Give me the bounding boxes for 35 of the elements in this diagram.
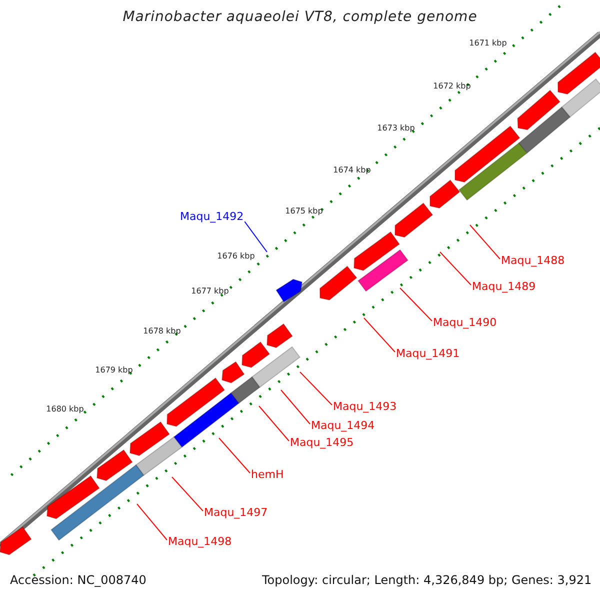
genome-info-label: Topology: circular; Length: 4,326,849 bp; Genes: 3,921 <box>262 574 592 588</box>
scale-label: 1675 kbp <box>285 206 323 216</box>
leader-line <box>364 318 396 352</box>
leader-line <box>470 224 500 260</box>
scale-label: 1680 kbp <box>46 404 84 414</box>
leader-line <box>440 252 472 286</box>
leader-line <box>300 372 332 406</box>
gene-label: Maqu_1497 <box>204 507 268 520</box>
leader-line <box>258 406 290 442</box>
scale-label: 1676 kbp <box>217 251 255 261</box>
scale-label: 1677 kbp <box>191 286 229 296</box>
gene-label: Maqu_1491 <box>396 348 460 361</box>
gene-label: Maqu_1489 <box>472 281 536 294</box>
gene-label: Maqu_1488 <box>501 255 565 268</box>
scale-label: 1679 kbp <box>95 365 133 375</box>
scale-label: 1678 kbp <box>143 326 181 336</box>
title: Marinobacter aquaeolei VT8, complete genome <box>122 9 478 26</box>
gene-label: Maqu_1494 <box>311 420 375 433</box>
scale-label: 1672 kbp <box>433 81 471 91</box>
scale-label: 1673 kbp <box>377 123 415 133</box>
gene-label: Maqu_1498 <box>168 536 232 549</box>
gene-label: Maqu_1493 <box>333 401 397 414</box>
leader-line <box>244 221 268 252</box>
scale-label: 1671 kbp <box>469 38 507 48</box>
leader-line <box>136 504 168 540</box>
leader-line <box>172 476 204 512</box>
accession-label: Accession: NC_008740 <box>10 574 146 588</box>
scale-label: 1674 kbp <box>333 165 371 175</box>
leader-line <box>400 288 432 322</box>
gene-label: Maqu_1492 <box>180 211 244 224</box>
leader-line <box>280 390 310 424</box>
gene-label: Maqu_1495 <box>290 437 354 450</box>
gene-label: hemH <box>251 469 284 482</box>
leader-line <box>218 438 250 474</box>
gene-label: Maqu_1490 <box>433 317 497 330</box>
